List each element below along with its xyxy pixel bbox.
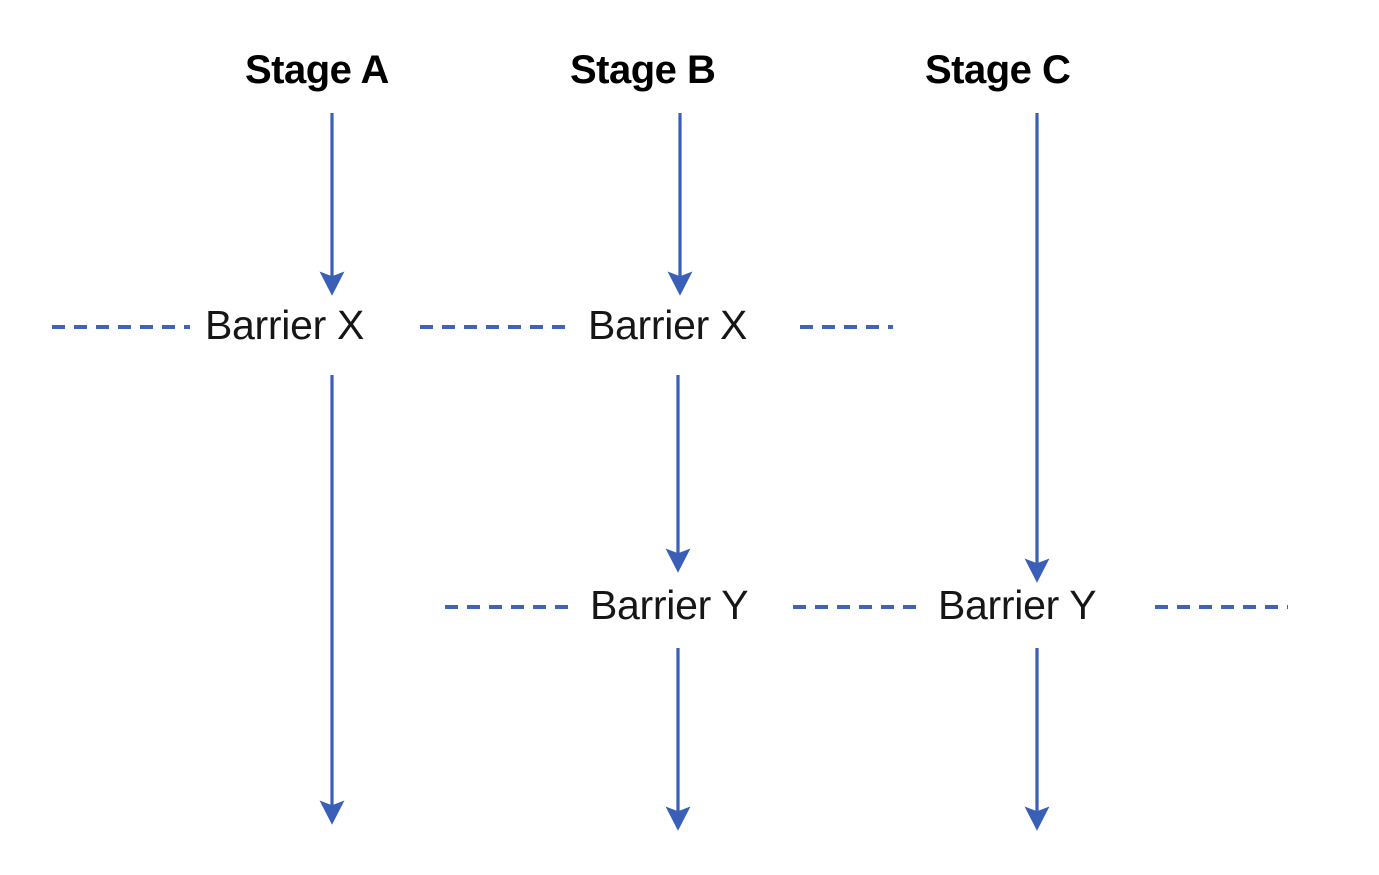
barrier-node-x-a: Barrier X (205, 302, 365, 348)
stage-heading-a: Stage A (245, 48, 389, 92)
dashed-links-group (52, 325, 1288, 609)
stage-heading-c: Stage C (925, 48, 1071, 92)
barrier-node-y-c: Barrier Y (938, 582, 1097, 628)
barrier-node-y-b: Barrier Y (590, 582, 749, 628)
stage-heading-b: Stage B (570, 48, 716, 92)
arrows-group (319, 113, 1050, 831)
barrier-node-x-b: Barrier X (588, 302, 748, 348)
